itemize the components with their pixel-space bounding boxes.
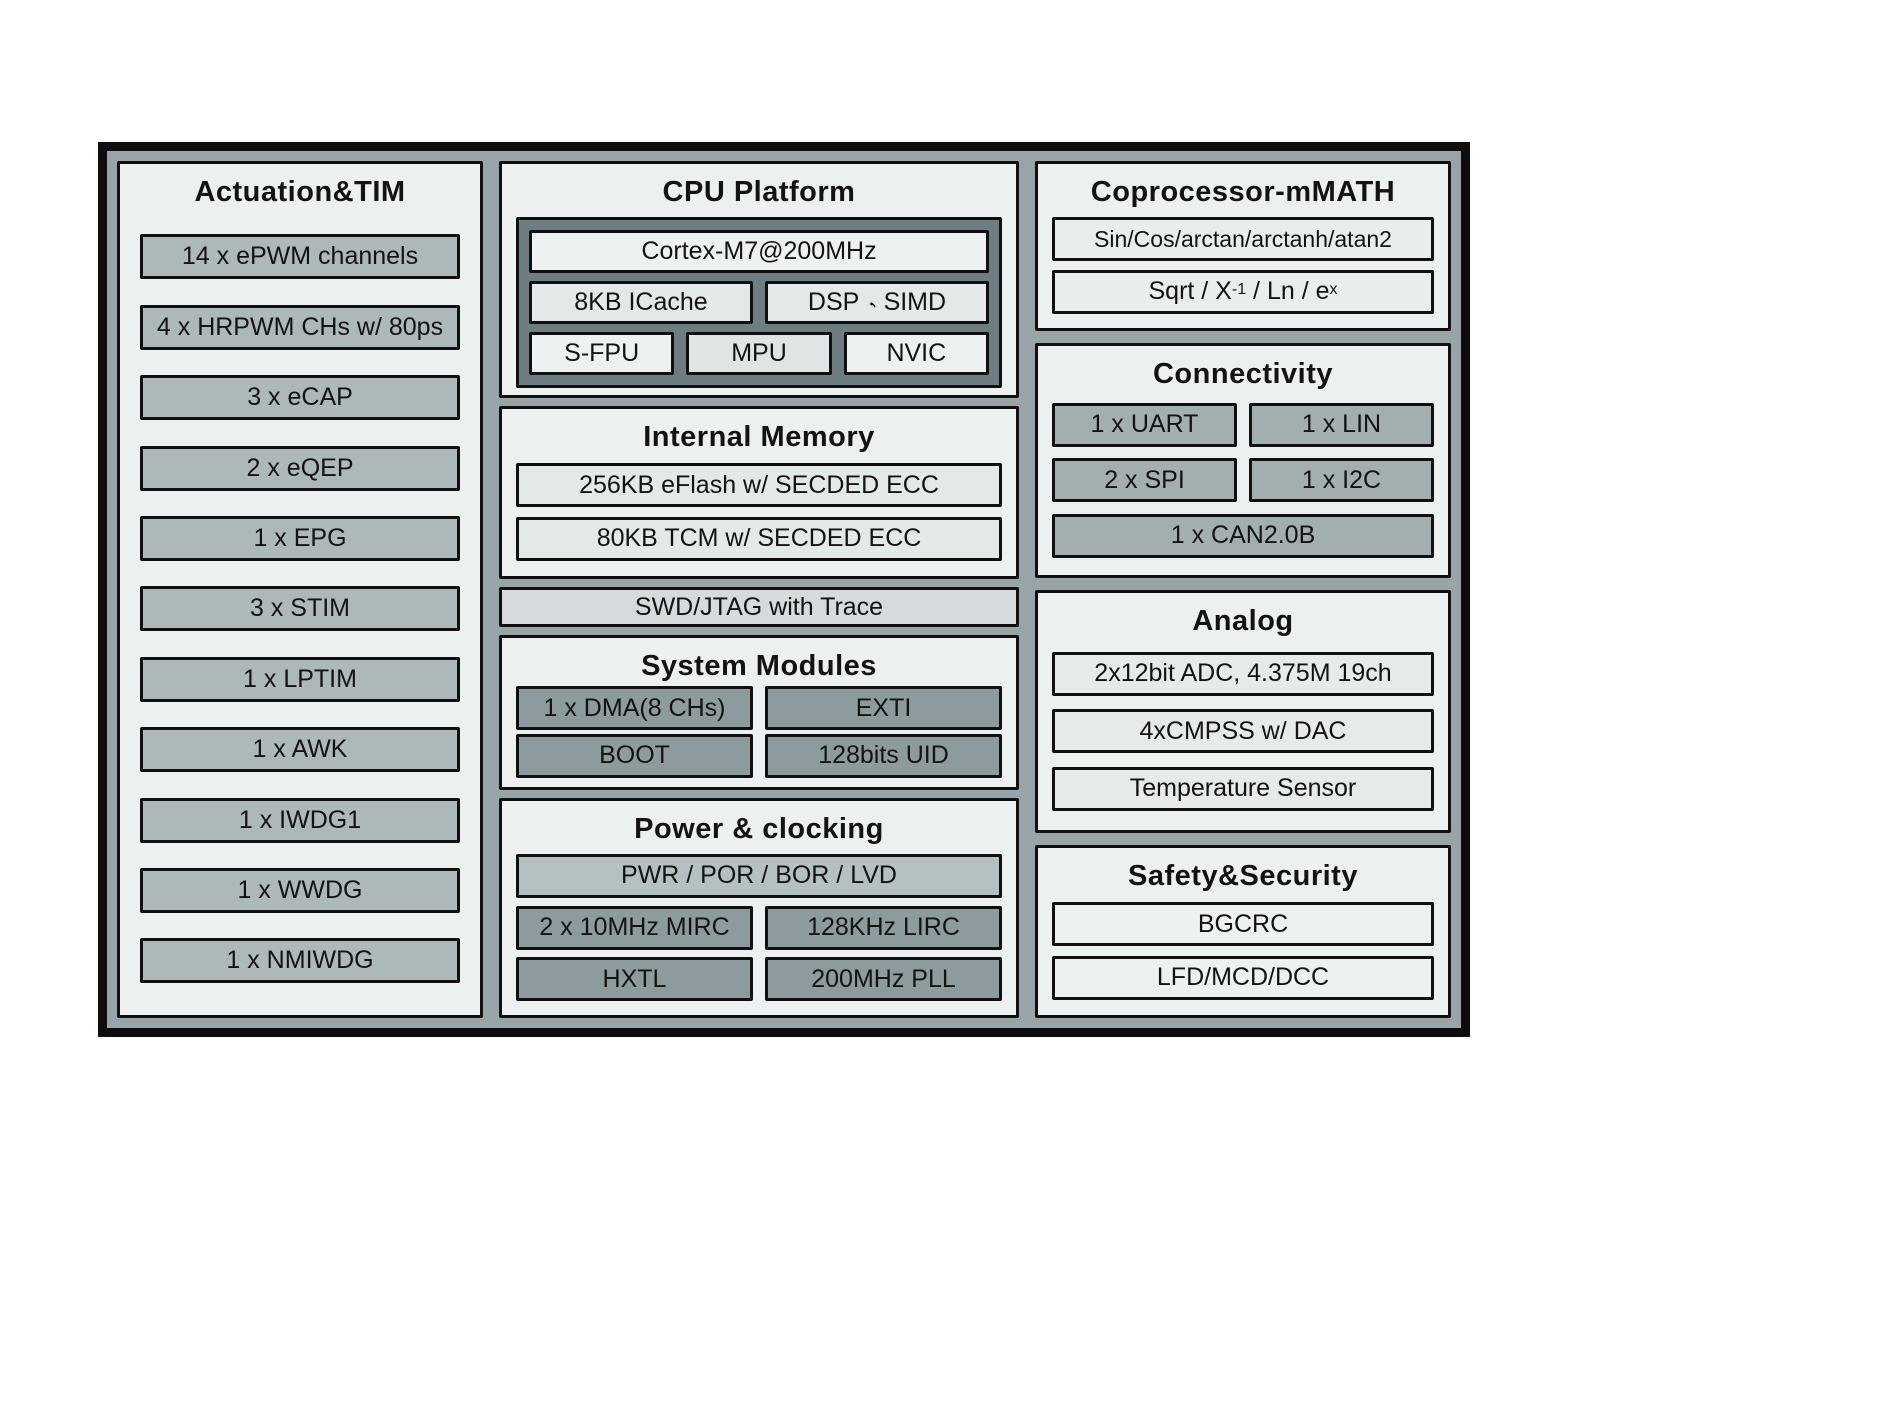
connectivity-row-spi-i2c: 2 x SPI 1 x I2C	[1052, 458, 1434, 502]
simd-label: SIMD	[883, 288, 947, 316]
column-left: Actuation&TIM 14 x ePWM channels 4 x HRP…	[117, 161, 483, 1018]
block-iwdg1: 1 x IWDG1	[140, 797, 460, 843]
block-pll: 200MHz PLL	[765, 957, 1002, 1002]
system-items: 1 x DMA(8 CHs) EXTI BOOT 128bits UID	[502, 683, 1016, 787]
panel-title-internal-memory: Internal Memory	[643, 421, 875, 453]
block-swd-jtag-trace: SWD/JTAG with Trace	[499, 587, 1019, 627]
power-row-hxtl-pll: HXTL 200MHz PLL	[516, 957, 1002, 1002]
analog-items: 2x12bit ADC, 4.375M 19ch 4xCMPSS w/ DAC …	[1038, 638, 1448, 830]
block-cmpss: 4xCMPSS w/ DAC	[1052, 709, 1434, 753]
panel-title-coprocessor: Coprocessor-mMATH	[1090, 176, 1396, 208]
block-wwdg: 1 x WWDG	[140, 868, 460, 914]
power-row-mirc-lirc: 2 x 10MHz MIRC 128KHz LIRC	[516, 905, 1002, 950]
block-uart: 1 x UART	[1052, 402, 1237, 447]
block-adc: 2x12bit ADC, 4.375M 19ch	[1052, 651, 1434, 696]
panel-connectivity: Connectivity 1 x UART 1 x LIN 2 x SPI 1 …	[1035, 343, 1451, 578]
panel-power-clocking: Power & clocking PWR / POR / BOR / LVD 2…	[499, 798, 1019, 1018]
block-icache: 8KB ICache	[529, 281, 753, 324]
block-dma: 1 x DMA(8 CHs)	[516, 686, 753, 731]
block-cortex-m7: Cortex-M7@200MHz	[529, 230, 989, 273]
block-epwm-channels: 14 x ePWM channels	[140, 234, 460, 280]
cpu-row-cache-dsp: 8KB ICache DSP,SIMD	[529, 281, 989, 324]
block-spi: 2 x SPI	[1052, 458, 1237, 502]
panel-title-connectivity: Connectivity	[1152, 358, 1334, 390]
cpu-row-fpu-mpu-nvic: S-FPU MPU NVIC	[529, 332, 989, 375]
block-stim: 3 x STIM	[140, 586, 460, 632]
block-boot: BOOT	[516, 733, 753, 778]
safety-items: BGCRC LFD/MCD/DCC	[1038, 893, 1448, 1015]
system-row-dma-exti: 1 x DMA(8 CHs) EXTI	[516, 686, 1002, 731]
column-right: Coprocessor-mMATH Sin/Cos/arctan/arctanh…	[1035, 161, 1451, 1018]
block-hrpwm-chs: 4 x HRPWM CHs w/ 80ps	[140, 304, 460, 350]
block-bgcrc: BGCRC	[1052, 902, 1434, 947]
panel-title-actuation-tim: Actuation&TIM	[194, 176, 406, 208]
math-text-1: Sqrt / X	[1148, 277, 1232, 306]
block-awk: 1 x AWK	[140, 727, 460, 773]
panel-coprocessor-mmath: Coprocessor-mMATH Sin/Cos/arctan/arctanh…	[1035, 161, 1451, 331]
math-text-2: / Ln / e	[1246, 277, 1330, 306]
block-nmiwdg: 1 x NMIWDG	[140, 938, 460, 984]
panel-title-power-clocking: Power & clocking	[634, 813, 884, 845]
block-lirc: 128KHz LIRC	[765, 905, 1002, 950]
panel-analog: Analog 2x12bit ADC, 4.375M 19ch 4xCMPSS …	[1035, 590, 1451, 833]
block-nvic: NVIC	[843, 332, 989, 375]
block-uid: 128bits UID	[765, 733, 1002, 778]
system-row-boot-uid: BOOT 128bits UID	[516, 733, 1002, 778]
cpu-core-container: Cortex-M7@200MHz 8KB ICache DSP,SIMD S-F…	[516, 217, 1002, 388]
block-hxtl: HXTL	[516, 957, 753, 1002]
block-ecap: 3 x eCAP	[140, 375, 460, 421]
block-dsp-simd: DSP,SIMD	[765, 281, 989, 324]
panel-safety-security: Safety&Security BGCRC LFD/MCD/DCC	[1035, 845, 1451, 1018]
block-lfd-mcd-dcc: LFD/MCD/DCC	[1052, 955, 1434, 1000]
block-exti: EXTI	[765, 686, 1002, 731]
actuation-items: 14 x ePWM channels 4 x HRPWM CHs w/ 80ps…	[120, 209, 480, 1015]
coprocessor-items: Sin/Cos/arctan/arctanh/atan2 Sqrt / X-1 …	[1038, 209, 1448, 328]
block-eqep: 2 x eQEP	[140, 445, 460, 491]
panel-title-safety-security: Safety&Security	[1128, 860, 1358, 892]
block-eflash: 256KB eFlash w/ SECDED ECC	[516, 463, 1002, 508]
block-temp-sensor: Temperature Sensor	[1052, 766, 1434, 811]
block-sfpu: S-FPU	[529, 332, 675, 375]
block-i2c: 1 x I2C	[1249, 458, 1434, 502]
block-lptim: 1 x LPTIM	[140, 656, 460, 702]
connectivity-row-uart-lin: 1 x UART 1 x LIN	[1052, 402, 1434, 447]
panel-system-modules: System Modules 1 x DMA(8 CHs) EXTI BOOT …	[499, 635, 1019, 790]
panel-title-system-modules: System Modules	[641, 650, 877, 682]
block-trig-functions: Sin/Cos/arctan/arctanh/atan2	[1052, 217, 1434, 262]
block-tcm: 80KB TCM w/ SECDED ECC	[516, 516, 1002, 561]
column-middle: CPU Platform Cortex-M7@200MHz 8KB ICache…	[499, 161, 1019, 1018]
connectivity-items: 1 x UART 1 x LIN 2 x SPI 1 x I2C 1 x CAN…	[1038, 391, 1448, 575]
panel-actuation-tim: Actuation&TIM 14 x ePWM channels 4 x HRP…	[117, 161, 483, 1018]
block-mpu: MPU	[686, 332, 832, 375]
panel-title-cpu-platform: CPU Platform	[662, 176, 856, 208]
panel-internal-memory: Internal Memory 256KB eFlash w/ SECDED E…	[499, 406, 1019, 579]
memory-items: 256KB eFlash w/ SECDED ECC 80KB TCM w/ S…	[502, 454, 1016, 576]
block-lin: 1 x LIN	[1249, 402, 1434, 447]
block-pwr-por-bor-lvd: PWR / POR / BOR / LVD	[516, 853, 1002, 898]
block-mirc: 2 x 10MHz MIRC	[516, 905, 753, 950]
block-epg: 1 x EPG	[140, 516, 460, 562]
mcu-block-diagram: Actuation&TIM 14 x ePWM channels 4 x HRP…	[98, 142, 1470, 1037]
block-can: 1 x CAN2.0B	[1052, 513, 1434, 558]
dsp-label: DSP	[807, 288, 860, 316]
panel-cpu-platform: CPU Platform Cortex-M7@200MHz 8KB ICache…	[499, 161, 1019, 398]
panel-title-analog: Analog	[1192, 605, 1294, 637]
power-items: PWR / POR / BOR / LVD 2 x 10MHz MIRC 128…	[502, 846, 1016, 1015]
